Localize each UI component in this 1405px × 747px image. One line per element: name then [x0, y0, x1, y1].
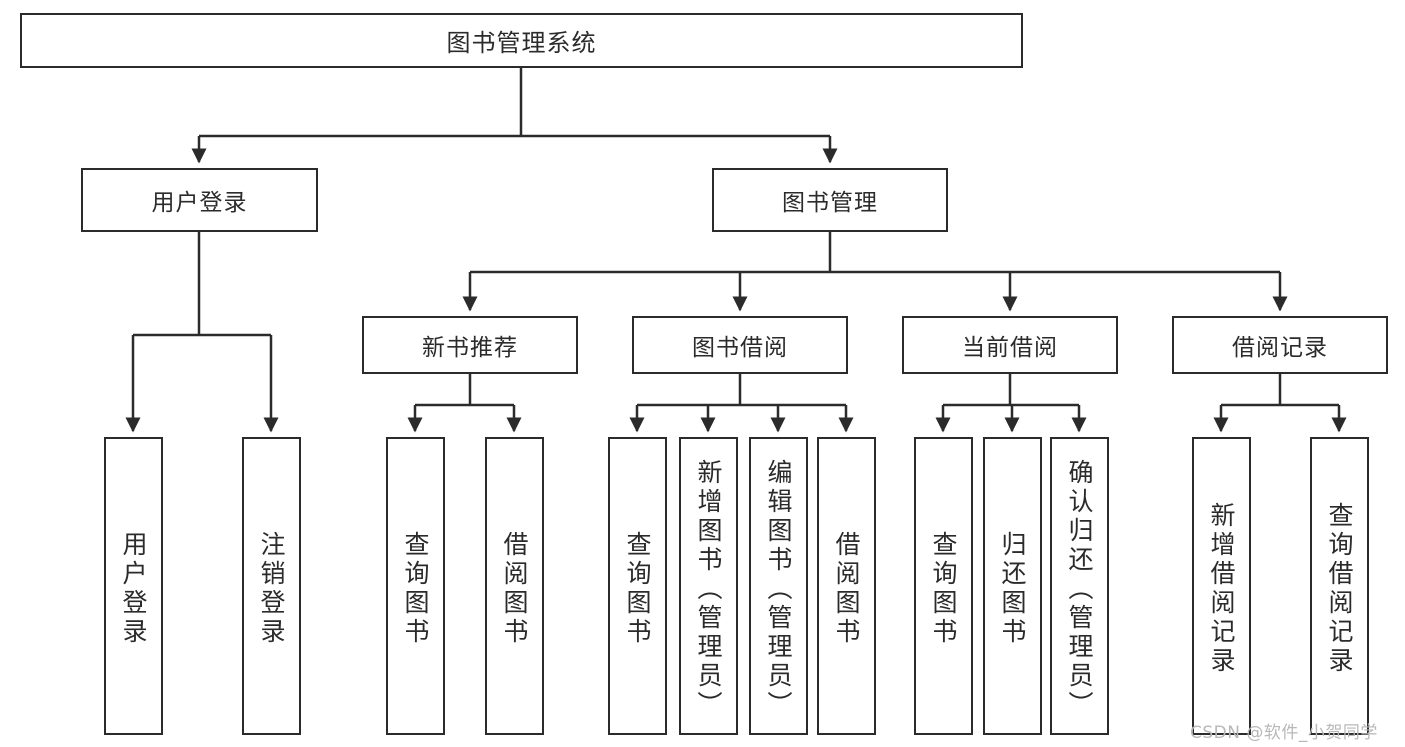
node-borrow-record[interactable]: 借阅记录 [1172, 316, 1388, 374]
leaf-query-book-borrow[interactable]: 查询图书 [608, 437, 667, 735]
leaf-confirm-return-admin[interactable]: 确认归还（管理员） [1050, 437, 1109, 735]
leaf-return-book[interactable]: 归还图书 [983, 437, 1042, 735]
node-book-borrow[interactable]: 图书借阅 [632, 316, 848, 374]
node-root-book-management-system[interactable]: 图书管理系统 [20, 13, 1023, 68]
node-user-login[interactable]: 用户登录 [81, 168, 318, 232]
leaf-user-login[interactable]: 用户登录 [104, 437, 163, 735]
leaf-edit-book-admin[interactable]: 编辑图书（管理员） [749, 437, 808, 735]
node-book-management[interactable]: 图书管理 [712, 168, 948, 232]
leaf-query-borrow-record[interactable]: 查询借阅记录 [1310, 437, 1369, 735]
leaf-query-book-recommend[interactable]: 查询图书 [386, 437, 445, 735]
node-current-borrow[interactable]: 当前借阅 [902, 316, 1118, 374]
leaf-logout[interactable]: 注销登录 [242, 437, 301, 735]
node-new-book-recommend[interactable]: 新书推荐 [362, 316, 578, 374]
csdn-watermark: CSDN @软件_小贺同学 [1190, 723, 1378, 743]
leaf-add-borrow-record[interactable]: 新增借阅记录 [1192, 437, 1251, 735]
leaf-borrow-book-recommend[interactable]: 借阅图书 [485, 437, 544, 735]
leaf-query-book-current[interactable]: 查询图书 [914, 437, 973, 735]
leaf-borrow-book[interactable]: 借阅图书 [817, 437, 876, 735]
leaf-add-book-admin[interactable]: 新增图书（管理员） [679, 437, 738, 735]
